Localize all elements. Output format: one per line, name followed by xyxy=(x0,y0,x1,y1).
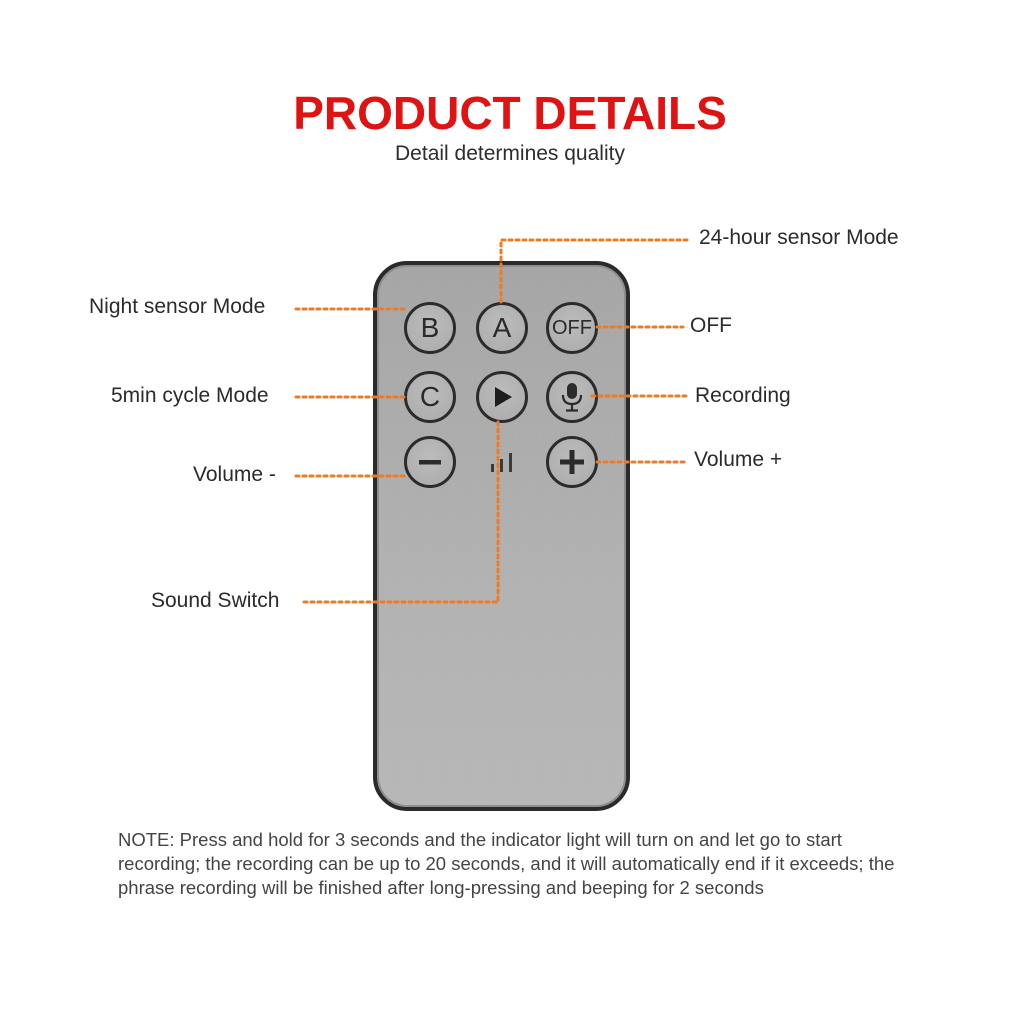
label-night-sensor-mode: Night sensor Mode xyxy=(89,295,266,318)
microphone-icon xyxy=(561,383,583,412)
label-off: OFF xyxy=(690,314,732,337)
label-sound-switch: Sound Switch xyxy=(151,589,280,612)
button-a[interactable]: A xyxy=(476,302,528,354)
label-volume-minus: Volume - xyxy=(193,463,276,486)
button-b[interactable]: B xyxy=(404,302,456,354)
leader-sound-switch xyxy=(302,416,500,604)
button-c[interactable]: C xyxy=(404,371,456,423)
button-c-label: C xyxy=(419,381,441,412)
play-icon xyxy=(495,387,512,407)
leader-24h-sensor xyxy=(499,238,689,304)
plus-icon xyxy=(560,450,584,474)
page-subtitle: Detail determines quality xyxy=(395,142,625,165)
minus-icon xyxy=(419,460,441,465)
button-b-label: B xyxy=(420,312,440,343)
label-5min-cycle-mode: 5min cycle Mode xyxy=(111,384,269,407)
page-title: PRODUCT DETAILS xyxy=(293,87,727,139)
button-off-label: OFF xyxy=(552,317,592,339)
note-text: NOTE: Press and hold for 3 seconds and t… xyxy=(118,829,895,898)
label-24h-sensor-mode: 24-hour sensor Mode xyxy=(699,226,899,249)
button-play[interactable] xyxy=(476,371,528,423)
button-record[interactable] xyxy=(546,371,598,423)
signal-bars-icon xyxy=(491,453,512,472)
button-volume-minus[interactable] xyxy=(404,436,456,488)
button-a-label: A xyxy=(492,312,512,343)
label-recording: Recording xyxy=(695,384,791,407)
label-volume-plus: Volume + xyxy=(694,448,783,471)
remote-control: B A OFF C xyxy=(373,261,630,811)
